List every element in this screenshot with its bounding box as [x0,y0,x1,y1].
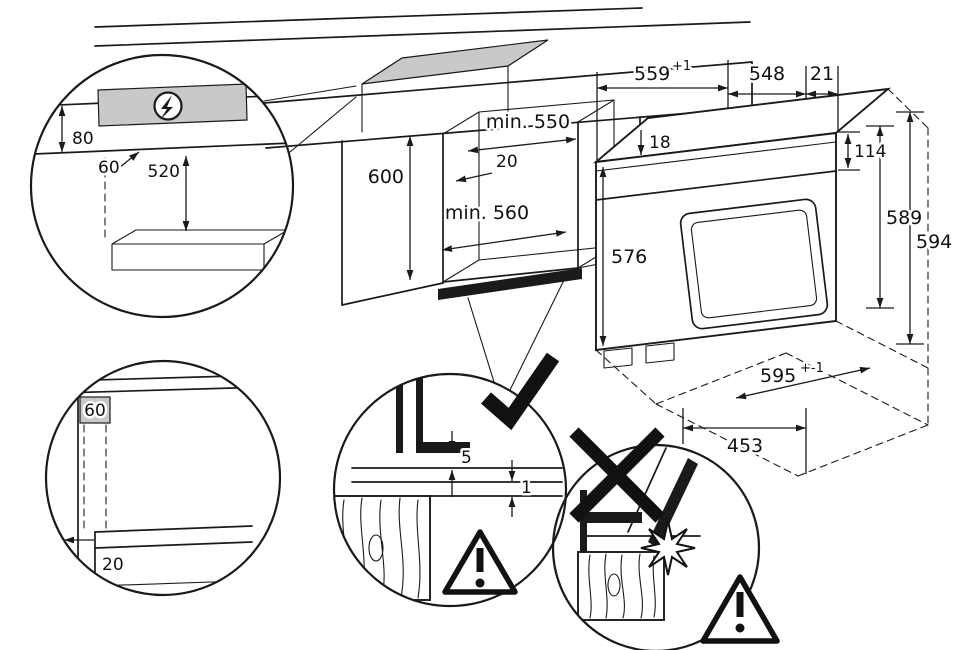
dim-20-label: 20 [496,152,518,172]
leader-lines [263,85,567,391]
dim-595-label: 595 [760,365,796,387]
dim-5-label: 5 [461,448,472,468]
warning-icon [700,574,780,644]
dim-600-label: 600 [368,166,404,188]
dim-576-label: 576 [611,246,647,268]
wood-panel [577,551,665,621]
detail-circle-gap-ok [332,372,568,608]
dim-18-label: 18 [649,133,671,153]
detail-circle-corner [44,359,282,597]
oven-foot-right [645,342,675,364]
dim-min560-label: min. 560 [445,202,529,224]
dim-548-label: 548 [749,63,785,85]
dim-114-label: 114 [854,142,886,162]
dim-21-label: 21 [810,63,834,85]
oven [592,87,892,369]
dim-595-tolerance: +-1 [800,361,824,376]
warning-icon [442,529,518,595]
detail-gap-wrong-content [577,447,701,621]
tilted-frame [648,458,698,548]
dim-1-label: 1 [521,478,532,498]
dim-corner-20-label: 20 [102,555,124,575]
dim-594-label: 594 [916,231,952,253]
dim-520-label: 520 [148,162,180,182]
cooktop-cutout [361,39,549,85]
spark-icon [640,520,696,576]
niche-projection-dashed [595,88,929,477]
detail-circle-electrical [29,53,295,319]
dim-559-tolerance: +1 [672,59,691,74]
dim-60-label: 60 [98,158,120,178]
dim-589-label: 589 [886,207,922,229]
lightning-icon [153,91,183,121]
dim-559-label: 559 [634,63,670,85]
oven-door-window [679,198,829,330]
oven-foot-left [603,347,633,369]
dim-80-label: 80 [72,129,94,149]
cross-icon [569,427,665,523]
check-icon [481,352,560,431]
side-rail-60 [79,396,111,424]
dimension-lines [406,60,924,474]
drawer-box [111,229,289,271]
dim-453-label: 453 [727,435,763,457]
plinth-vent-bar [438,268,582,300]
dimension-labels: 80 60 520 600 min. 550 20 min. 560 559 +… [70,57,955,578]
dim-min550-label: min. 550 [486,111,570,133]
dim-corner-60-label: 60 [84,401,106,421]
